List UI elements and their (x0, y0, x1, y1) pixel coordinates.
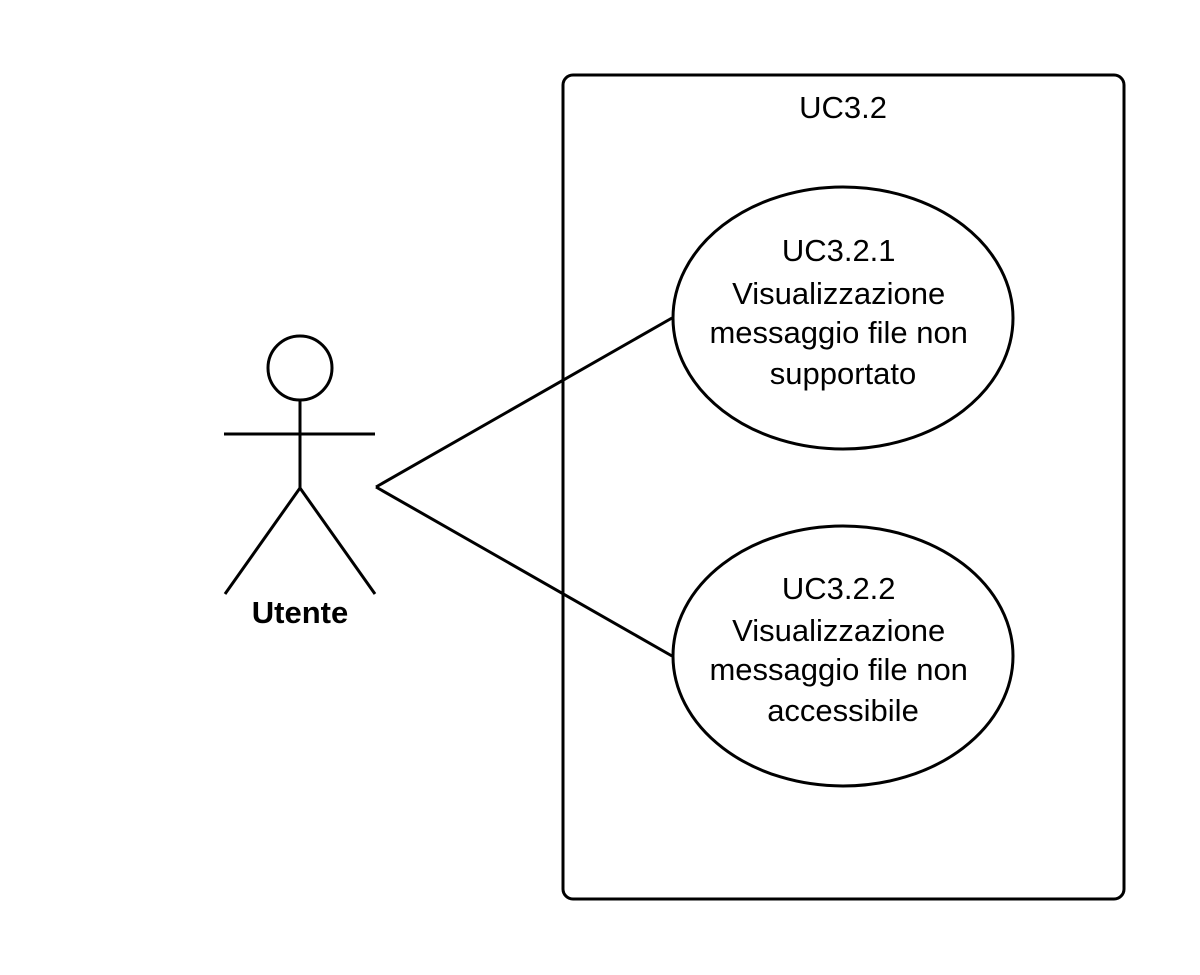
use-case-label: UC3.2.1 Visualizzazione messaggio file n… (709, 233, 976, 391)
use-case-label-line: messaggio file non (709, 652, 968, 687)
use-case-label-line: Visualizzazione (732, 276, 945, 311)
association-uc-3-2-2 (375, 485, 673, 658)
system-title: UC3.2 (799, 90, 887, 125)
association-uc-3-2-1 (375, 316, 673, 489)
use-case-ellipse (671, 524, 1015, 788)
use-case-label-line: UC3.2.2 (782, 571, 896, 606)
actor-label: Utente (252, 595, 348, 630)
use-case-uc-3-2-2: UC3.2.2 Visualizzazione messaggio file n… (671, 524, 1015, 788)
use-case-label-line: UC3.2.1 (782, 233, 896, 268)
system-boundary (561, 73, 1126, 901)
use-case-ellipse (671, 185, 1015, 451)
actor-head (266, 334, 334, 402)
use-case-label-line: Visualizzazione (732, 613, 945, 648)
use-case-label-line: messaggio file non (709, 315, 968, 350)
actor-left-leg (223, 487, 302, 595)
actor-figure (223, 334, 377, 595)
actor-right-leg (298, 487, 377, 595)
use-case-label-line: supportato (770, 356, 917, 391)
use-case-label-line: accessibile (767, 693, 919, 728)
use-case-label: UC3.2.2 Visualizzazione messaggio file n… (709, 571, 976, 728)
use-case-uc-3-2-1: UC3.2.1 Visualizzazione messaggio file n… (671, 185, 1015, 451)
